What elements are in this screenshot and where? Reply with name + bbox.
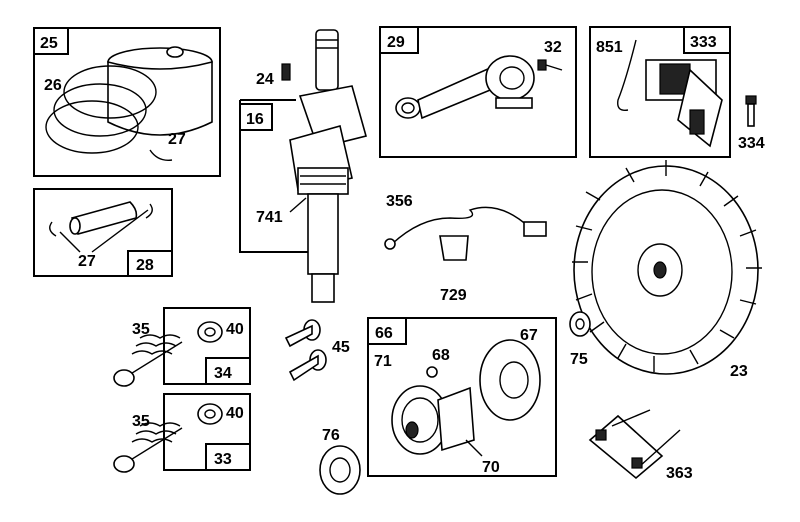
box-28-label: 28 [136,257,154,274]
box-29-frame [379,26,577,158]
label-35-top: 35 [132,321,150,338]
screw-334-icon [745,95,757,127]
box-16-tag [239,103,273,131]
wire-connector-icon [523,221,547,237]
box-28-tag [127,250,173,277]
piston-pin-group: 28 27 [33,188,173,277]
label-27-bottom: 27 [78,253,96,270]
box-66-label: 66 [375,325,393,342]
box-333-tag [683,26,731,54]
box-29-label: 29 [387,34,405,51]
ball-68-icon [426,366,438,378]
label-32: 32 [544,39,562,56]
label-26: 26 [44,77,62,94]
label-851: 851 [596,39,623,56]
label-40-bottom: 40 [226,405,244,422]
valve-spring-icon [113,334,183,387]
label-71: 71 [374,353,392,370]
box-16-label: 16 [246,111,264,128]
ignition-coil-icon [617,39,723,148]
armature-group: 333 851 334 [589,26,765,158]
piston-group: 25 26 27 [33,27,221,177]
piston-pin-icon [49,201,153,253]
valve-retainer-icon [197,321,223,343]
key-icon [281,63,291,81]
bracket-icon [588,409,681,480]
connecting-rod-icon [395,55,535,120]
tappets-group: 45 [284,319,350,382]
label-356: 356 [386,193,413,210]
box-29-tag [379,26,419,54]
valve-retainer-2-icon [197,403,223,425]
valve-spring-2-icon [113,422,183,473]
valve-exhaust-group: 33 35 40 [113,393,251,473]
ground-wire-group: 356 729 [384,193,547,304]
bolt-32-icon [537,59,563,71]
piston-icon [45,46,213,161]
box-33-label: 33 [214,451,232,468]
pulley-icon [391,385,475,455]
tappet-icon [284,319,327,382]
connecting-rod-group: 29 32 [379,26,577,158]
box-25-tag [33,27,69,55]
label-24: 24 [256,71,274,88]
flywheel-group: 23 75 [569,160,762,380]
label-45: 45 [332,339,350,356]
washer-75-icon [569,311,591,337]
label-363: 363 [666,465,693,482]
box-34-label: 34 [214,365,232,382]
pulley-group: 66 71 68 67 70 [367,317,557,477]
label-76: 76 [322,427,340,444]
box-333-frame [589,26,731,158]
box-25-label: 25 [40,35,58,52]
label-23: 23 [730,363,748,380]
ground-wire-icon [391,206,531,245]
label-729: 729 [440,287,467,304]
wire-terminal-icon [384,238,396,250]
label-67: 67 [520,327,538,344]
label-75: 75 [570,351,588,368]
box-34-tag [205,357,251,385]
box-16-frame [239,99,312,253]
label-70: 70 [482,459,500,476]
bracket-group: 363 [588,409,693,482]
label-741: 741 [256,209,283,226]
box-25-frame [33,27,221,177]
flywheel-icon [572,160,762,375]
label-68: 68 [432,347,450,364]
label-35-bottom: 35 [132,413,150,430]
box-33-tag [205,443,251,471]
clutch-hub-icon [479,339,541,421]
seal-group: 76 [319,427,361,495]
box-66-frame [367,317,557,477]
clip-icon [439,235,469,261]
box-333-label: 333 [690,34,717,51]
label-334: 334 [738,135,765,152]
box-66-tag [367,317,407,345]
oil-seal-icon [319,445,361,495]
label-27-top: 27 [168,131,186,148]
crankshaft-icon [289,29,367,303]
crankshaft-group: 16 24 741 [239,29,367,303]
box-28-frame [33,188,173,277]
valve-intake-group: 34 35 40 [113,307,251,387]
label-40-top: 40 [226,321,244,338]
